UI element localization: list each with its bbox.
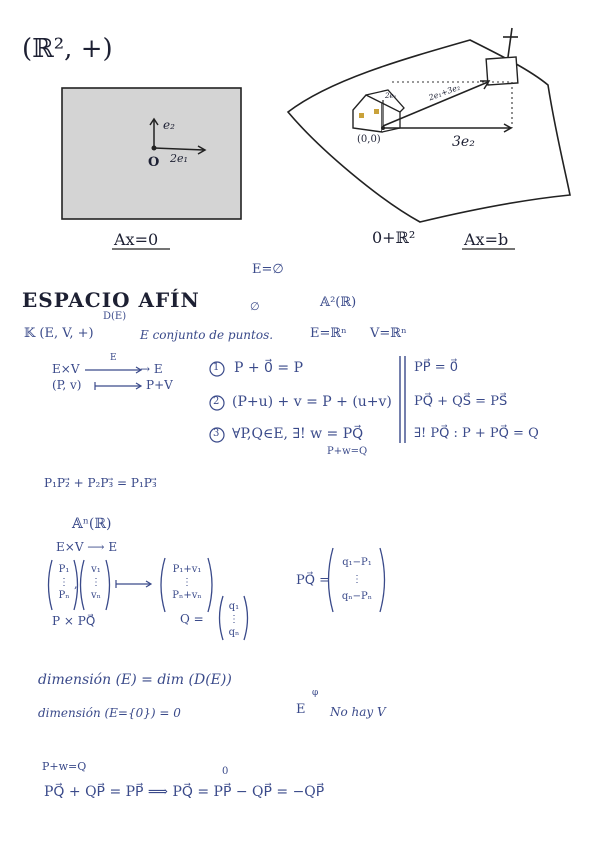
k-line-left: 𝕂 (E, V, +) [24,326,94,341]
final-pw: P+w=Q [42,760,87,773]
an-title: 𝔸ⁿ(ℝ) [72,516,112,532]
axiom-3-text: ∀P,Q∈E, ∃! w = PQ⃗ [232,426,364,442]
note-phi: φ [312,688,319,698]
final-zero: 0 [222,766,229,777]
origin-dot [151,145,157,151]
q-label: Q = [180,612,204,626]
sum-column: P₁+v₁ ⋮ Pₙ+vₙ [172,564,202,601]
sketch-origin-label: (0,0) [357,134,381,145]
v-rn: V=ℝⁿ [370,326,407,341]
a2-label: 𝔸²(ℝ) [320,295,357,310]
e2-label: e₂ [163,118,175,132]
an-map: E×V ⟶ E [56,540,118,554]
an-bottom-label: P × PQ⃗ [52,614,96,628]
church [485,56,519,86]
empty-set-eq: E=∅ [252,262,284,277]
sum-arrow [382,81,489,127]
caption-left: Ax=0 [114,230,159,249]
k-line-mid: E conjunto de puntos. [140,328,274,342]
v-column: v₁ ⋮ vₙ [91,564,101,601]
chasles-relation: P₁P₂⃗ + P₂P₃⃗ = P₁P₃⃗ [44,476,157,490]
note-e: E [296,702,306,717]
e1-label: 2e₁ [170,152,188,165]
map-top-target: → E [140,362,163,376]
note-text: No hay V [330,705,386,719]
dimension-line-2: dimensión (E={0}) = 0 [38,706,181,720]
map-top-domain: E×V [52,362,80,376]
axiom-2-text: (P+u) + v = P + (u+v) [232,394,392,410]
pq-label: PQ⃗ = [296,573,331,588]
map-bottom-domain: (P, v) [52,378,82,392]
e1-arrow [153,147,205,151]
gray-plane-box [61,87,242,220]
phi-small: ∅ [250,300,260,313]
right-col-3: ∃! PQ⃗ : P + PQ⃗ = Q [414,426,539,441]
tilted-plane [286,39,571,223]
axiom-1-text: P + 0⃗ = P [234,360,304,376]
right-col-1: PP⃗ = 0⃗ [414,360,459,375]
sketch-small-label: 2e₁ [385,92,397,100]
pq-column: q₁−P₁ ⋮ qₙ−Pₙ [341,557,373,602]
de-label: D(E) [103,311,127,322]
axiom-2-num: 2 [213,396,220,407]
map-bottom-target: P+V [146,378,173,392]
p-column: P₁ ⋮ Pₙ [58,564,70,601]
axiom-3-sub: P+w=Q [327,446,368,457]
right-col-2: PQ⃗ + QS⃗ = PS⃗ [414,394,508,409]
final-equation: PQ⃗ + QP⃗ = PP⃗ ⟹ PQ⃗ = PP⃗ − QP⃗ = −QP⃗ [44,784,325,800]
caption-right: Ax=b [464,230,509,249]
dimension-line-1: dimensión (E) = dim (D(E)) [38,672,232,688]
group-label: (ℝ², +) [22,34,113,64]
axiom-3-num: 3 [213,428,220,439]
axiom-1-num: 1 [213,362,220,373]
q-column: q₁ ⋮ qₙ [228,601,240,638]
map-top-arrow-label: E [110,353,117,363]
house [352,94,383,133]
sketch-under-label: 0+ℝ² [372,228,416,247]
sketch-x-label: 3e₂ [452,134,475,150]
origin-label: O [148,155,160,170]
section-title-espacio-afin: ESPACIO AFÍN [22,288,200,312]
e-rn: E=ℝⁿ [310,326,347,341]
